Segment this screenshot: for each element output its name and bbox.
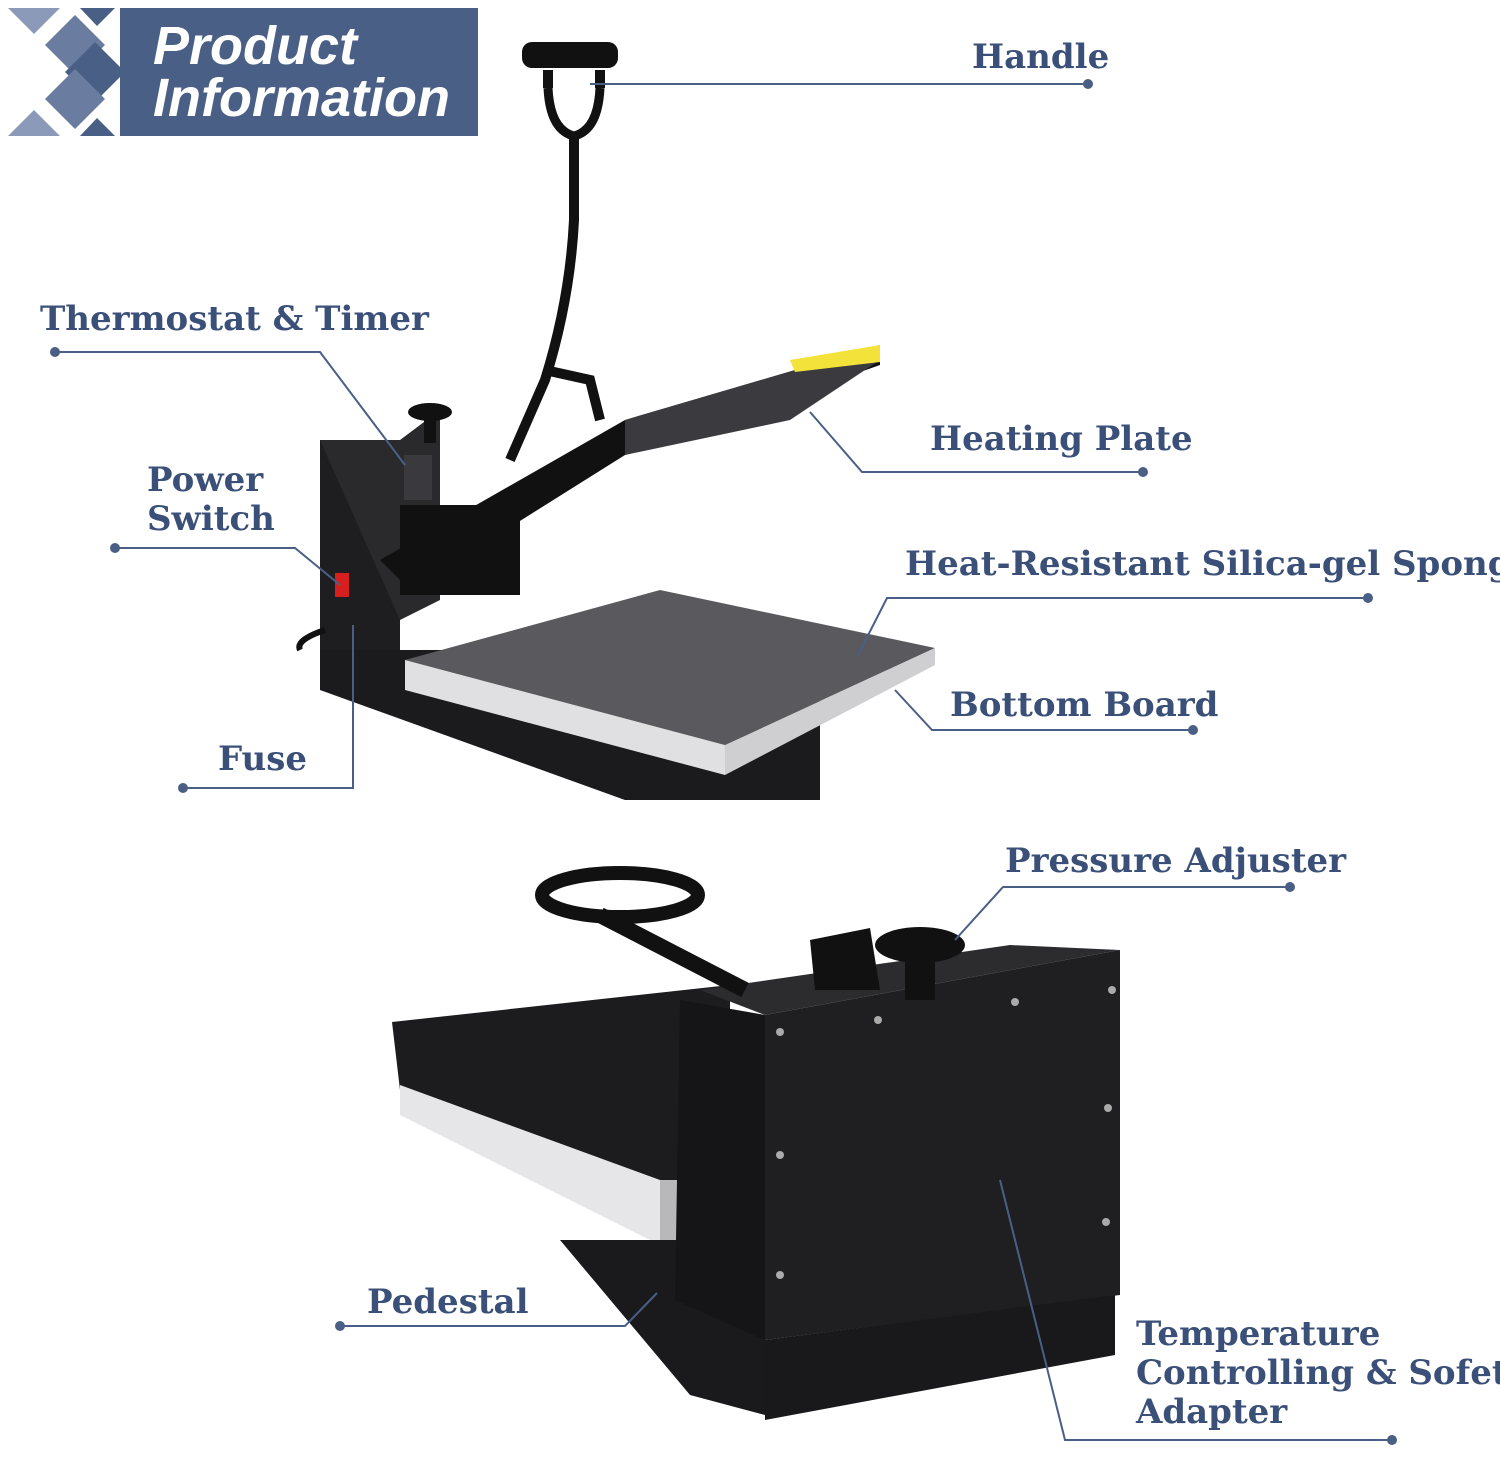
- banner-title: Product Information: [153, 16, 450, 128]
- leader-temperature: [999, 1179, 1392, 1441]
- banner-line-1: Product: [153, 16, 358, 76]
- leader-pressure-adjuster: [954, 886, 1290, 941]
- leader-lines: [55, 83, 1392, 1441]
- banner-line-2: Information: [153, 68, 450, 128]
- label-temperature-line3: Adapter: [1136, 1392, 1288, 1432]
- leader-dots: [50, 79, 1397, 1445]
- label-temperature-line1: Temperature: [1136, 1314, 1381, 1354]
- label-pedestal: Pedestal: [367, 1282, 529, 1322]
- label-fuse: Fuse: [218, 739, 308, 779]
- label-power-switch-line1: Power: [147, 460, 264, 500]
- heat-press-front-view: [296, 42, 935, 800]
- label-heating-plate: Heating Plate: [930, 419, 1193, 459]
- label-handle: Handle: [972, 37, 1110, 77]
- leader-bottom-board: [894, 689, 1193, 731]
- label-temperature-line2: Controlling & Sofety: [1136, 1353, 1500, 1393]
- leader-pedestal: [340, 1292, 658, 1327]
- leader-fuse: [183, 625, 354, 789]
- label-power-switch-line2: Switch: [147, 499, 275, 539]
- banner-diamond-logo: [8, 8, 478, 136]
- label-pressure-adjuster: Pressure Adjuster: [1005, 841, 1347, 881]
- leader-heating-plate: [809, 411, 1143, 473]
- product-information-banner: Product Information: [8, 8, 478, 136]
- heat-press-rear-view: [392, 866, 1120, 1420]
- label-thermostat-timer: Thermostat & Timer: [40, 299, 429, 339]
- label-bottom-board: Bottom Board: [950, 685, 1219, 725]
- leader-silica-sponge: [857, 597, 1368, 656]
- label-silica-gel-sponge: Heat-Resistant Silica-gel Sponge: [905, 544, 1500, 584]
- leader-thermostat: [55, 351, 406, 466]
- leader-power-switch: [115, 547, 341, 586]
